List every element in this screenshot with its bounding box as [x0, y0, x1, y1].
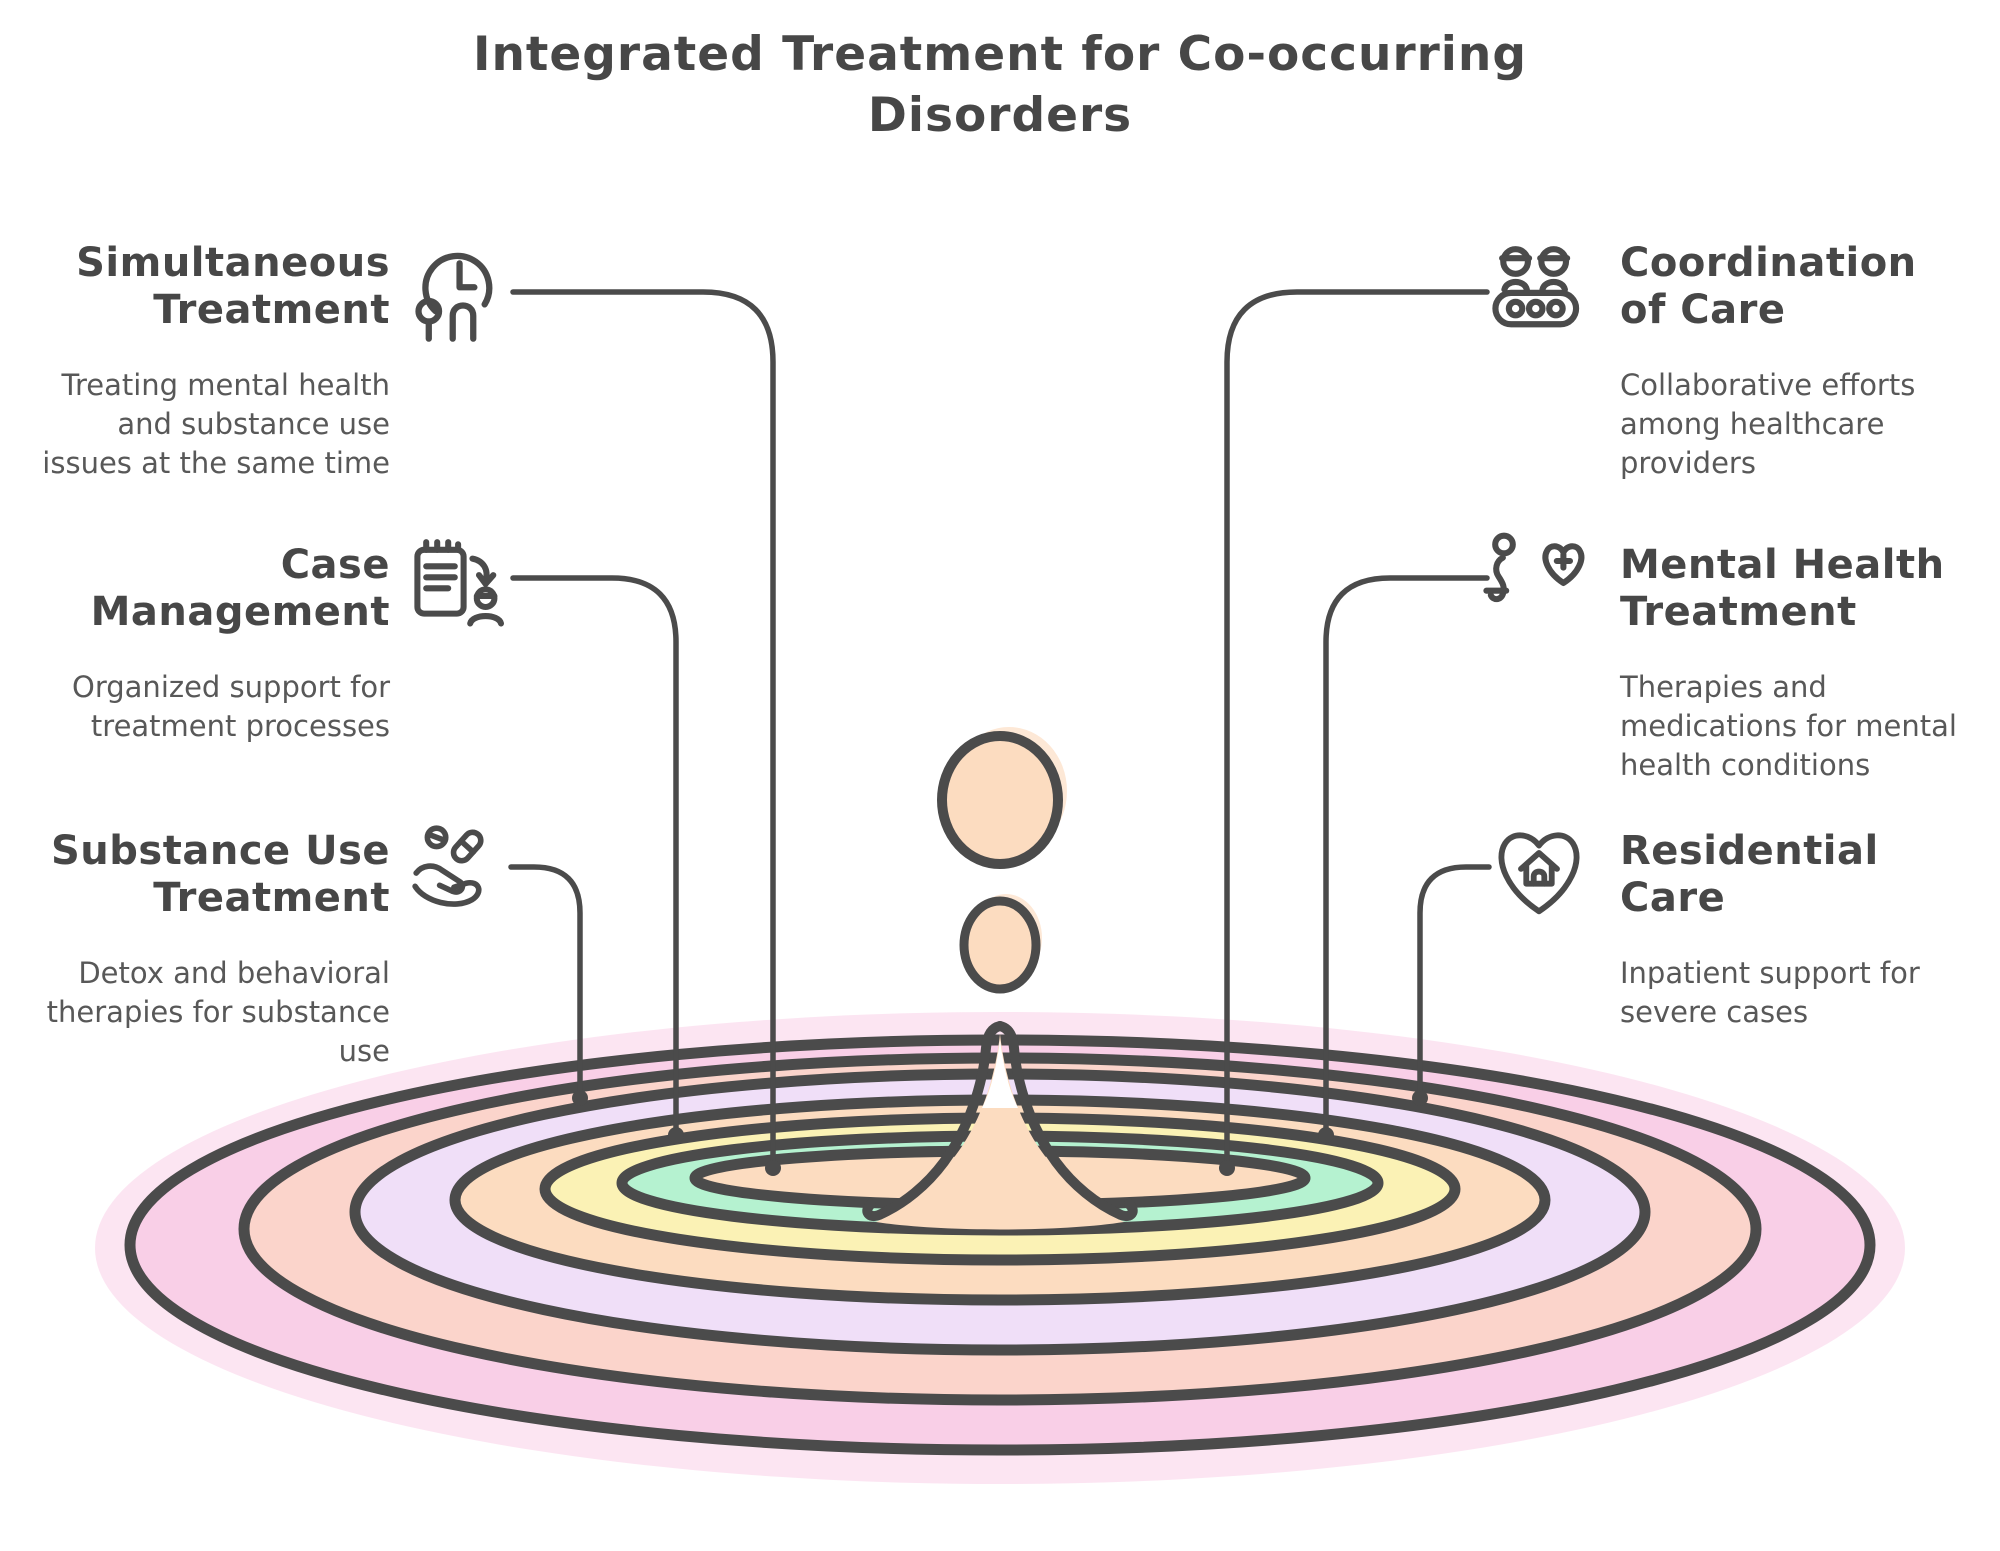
item-heading: Substance Use Treatment — [51, 828, 390, 922]
people-group-icon — [1482, 238, 1594, 350]
connector-substance-use-treatment — [508, 864, 583, 1101]
item-coordination-of-care: Coordination of Care Collaborative effor… — [1620, 240, 1990, 483]
heart-house-icon — [1486, 818, 1592, 924]
item-heading: Case Management — [90, 542, 390, 636]
item-description: Organized support for treatment processe… — [72, 670, 390, 744]
item-description: Collaborative efforts among healthcare p… — [1620, 368, 1916, 481]
item-heading: Coordination of Care — [1620, 240, 1917, 334]
hand-pills-icon — [408, 820, 510, 922]
item-heading: Mental Health Treatment — [1620, 542, 1945, 636]
connector-residential-care — [1417, 864, 1492, 1101]
small-droplet — [959, 896, 1041, 994]
connector-lines — [508, 289, 1492, 1171]
water-splash — [862, 1021, 1138, 1230]
item-residential-care: Residential Care Inpatient support for s… — [1620, 828, 1990, 1032]
item-simultaneous-treatment: Simultaneous Treatment Treating mental h… — [40, 240, 390, 483]
item-heading: Simultaneous Treatment — [76, 240, 390, 334]
water-droplets — [937, 727, 1067, 994]
connector-simultaneous-treatment — [510, 289, 776, 1171]
item-heading: Residential Care — [1620, 828, 1879, 922]
item-description: Inpatient support for severe cases — [1620, 956, 1920, 1030]
item-description: Detox and behavioral therapies for subst… — [46, 956, 390, 1069]
connector-case-management — [510, 575, 679, 1138]
item-description: Treating mental health and substance use… — [42, 368, 390, 481]
person-heart-plus-icon — [1482, 528, 1592, 638]
item-mental-health-treatment: Mental Health Treatment Therapies and me… — [1620, 542, 1990, 785]
clock-pills-icon — [398, 236, 512, 350]
connector-mental-health-treatment — [1323, 575, 1490, 1138]
item-substance-use-treatment: Substance Use Treatment Detox and behavi… — [40, 828, 390, 1071]
clipboard-person-icon — [402, 530, 512, 640]
item-case-management: Case Management Organized support for tr… — [40, 542, 390, 746]
large-droplet — [937, 731, 1063, 869]
connector-coordination-of-care — [1224, 289, 1490, 1171]
page-title: Integrated Treatment for Co-occurring Di… — [472, 27, 1528, 144]
connector-dots — [572, 1090, 1428, 1176]
item-description: Therapies and medications for mental hea… — [1620, 670, 1957, 783]
